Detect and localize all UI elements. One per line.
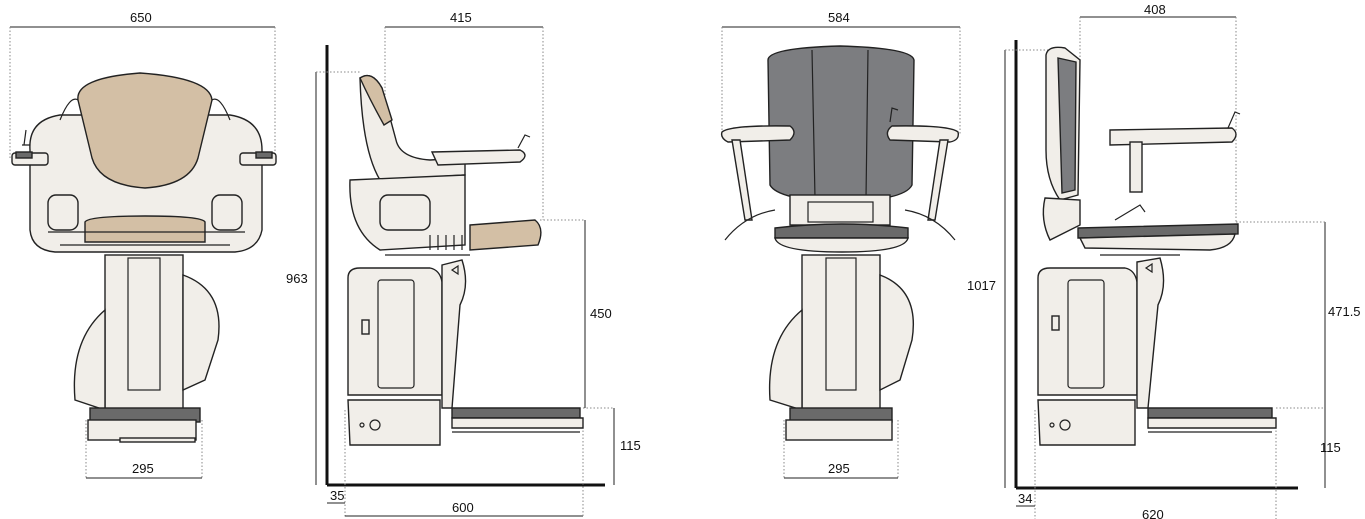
front-view-grey: 584 295	[720, 10, 961, 479]
side-grey-height-label: 1017	[967, 278, 996, 293]
side-grey-seat-height-label: 471.5	[1328, 304, 1361, 319]
side-view-beige: 415 963 450 115 35 600	[286, 10, 641, 518]
front-grey-footplate-label: 295	[828, 461, 850, 476]
seat-cushion	[84, 215, 206, 243]
front-beige-footplate-label: 295	[132, 461, 154, 476]
backrest-cushion	[77, 72, 213, 189]
side-view-grey: 408 1017 471.5 115 34 620	[967, 2, 1361, 519]
side-beige-seat-height-label: 450	[590, 306, 612, 321]
side-grey-width-label: 408	[1144, 2, 1166, 17]
side-beige-depth-label: 600	[452, 500, 474, 515]
side-grey-wall-offset-label: 34	[1018, 491, 1032, 506]
side-beige-height-label: 963	[286, 271, 308, 286]
side-beige-footrest-label: 115	[620, 438, 641, 453]
side-grey-footrest-label: 115	[1320, 440, 1341, 455]
front-beige-width-label: 650	[130, 10, 152, 25]
backrest-cushion	[767, 45, 915, 203]
side-beige-wall-offset-label: 35	[330, 488, 344, 503]
front-grey-width-label: 584	[828, 10, 850, 25]
front-view-beige: 650 295	[9, 10, 277, 479]
side-beige-width-label: 415	[450, 10, 472, 25]
side-grey-depth-label: 620	[1142, 507, 1164, 519]
